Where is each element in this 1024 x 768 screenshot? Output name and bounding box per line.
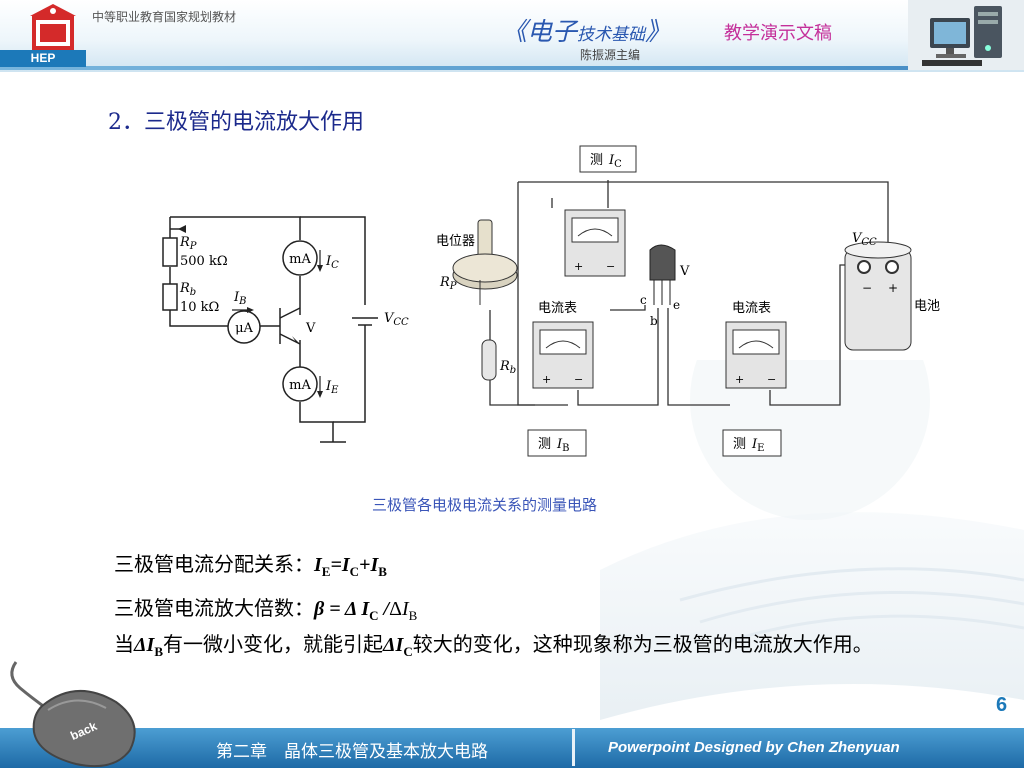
transistor-label: V — [305, 321, 316, 336]
delta-ib-term: ΔIB — [134, 634, 163, 659]
ic-meter-minus: − — [606, 260, 615, 273]
editor-credit: 陈振源主编 — [580, 48, 641, 62]
delta-ic-term: ΔIC — [383, 634, 413, 659]
ie-arrowhead — [317, 391, 323, 398]
rp-label: RP — [179, 235, 197, 252]
battery-label: 电池 — [914, 299, 940, 314]
transistor-symbol — [279, 307, 301, 345]
rb-label: Rb — [179, 281, 196, 298]
ammeter2-label: 电流表 — [732, 301, 771, 316]
relation1-formula: IE=IC+IB — [314, 554, 387, 579]
measure-ie-box — [722, 429, 782, 457]
relation2-formula: β = Δ IC /ΔIB — [314, 598, 418, 623]
slide-heading: 2．三极管的电流放大作用 — [108, 110, 364, 135]
course-title: 《电子技术基础》 — [502, 12, 670, 48]
footer-band — [0, 728, 1024, 768]
explanation-paragraph: 当ΔIB有一微小变化，就能引起ΔIC较大的变化，这种现象称为三极管的电流放大作用… — [54, 628, 994, 668]
publisher-short-label: HEP — [0, 50, 86, 67]
ib-label: IB — [233, 290, 247, 307]
paragraph-end: 较大的变化，这种现象称为三极管的电流放大作用。 — [412, 632, 873, 656]
measure-ib-box — [527, 429, 587, 457]
ammeter1-label: 电流表 — [538, 301, 577, 316]
ammeter-ie — [725, 321, 787, 389]
ic-meter-plus: + — [574, 260, 583, 273]
header-band — [0, 0, 1024, 72]
battery-minus: − — [862, 281, 872, 295]
course-title-sub: 技术基础 — [577, 25, 646, 45]
potentiometer-label: 电位器 — [436, 234, 475, 249]
physical-wiring — [489, 180, 889, 406]
ua-meter-base — [227, 310, 261, 344]
emitter-arrow — [292, 336, 300, 344]
transistor-device — [649, 244, 676, 305]
potentiometer-device — [452, 219, 518, 305]
ib-meter-minus: − — [574, 373, 583, 386]
transistor-physical-label: V — [679, 264, 690, 279]
rp-wiper-arrow — [178, 225, 186, 233]
ic-label: IC — [325, 254, 339, 271]
ie-label: IE — [325, 379, 339, 396]
ib-meter-plus: + — [542, 373, 551, 386]
schematic-wiring — [169, 216, 378, 443]
ma-label-collector: mA — [289, 252, 311, 267]
ammeter-ic — [564, 209, 626, 277]
rp-value: 500 kΩ — [180, 254, 228, 269]
header-underline — [0, 66, 910, 70]
deck-label: 教学演示文稿 — [724, 23, 832, 44]
ic-arrowhead — [317, 265, 323, 272]
series-name: 中等职业教育国家规划教材 — [92, 10, 237, 24]
paragraph-mid: 有一微小变化，就能引起 — [163, 632, 383, 656]
current-gain-relation: 三极管电流放大倍数：β = Δ IC /ΔIB — [114, 592, 417, 624]
course-title-main: 电子 — [527, 17, 578, 46]
current-distribution-relation: 三极管电流分配关系：IE=IC+IB — [114, 548, 387, 580]
battery-device — [844, 241, 912, 351]
diagram-caption: 三极管各电极电流关系的测量电路 — [372, 496, 598, 514]
battery-plus: + — [888, 281, 898, 295]
chapter-title: 第二章 晶体三极管及基本放大电路 — [216, 742, 488, 762]
ie-meter-minus: − — [767, 373, 776, 386]
paragraph-start: 当 — [114, 632, 134, 656]
designer-credit: Powerpoint Designed by Chen Zhenyuan — [608, 739, 900, 756]
ie-meter-plus: + — [735, 373, 744, 386]
vcc-label-schematic: VCC — [384, 311, 409, 328]
background-book-decoration — [600, 360, 1024, 720]
relation1-label: 三极管电流分配关系： — [114, 552, 314, 576]
pin-e-label: e — [673, 298, 680, 312]
ma-meter-collector — [282, 240, 318, 276]
hep-logo-icon — [30, 4, 76, 50]
rp-physical-label: RP — [439, 275, 457, 292]
measurement-circuit-diagram: mA mA μA RP 500 kΩ Rb 10 kΩ IB IC IE V V… — [162, 145, 940, 457]
ammeter-ib — [532, 321, 594, 389]
ma-label-emitter: mA — [289, 378, 311, 393]
relation2-label: 三极管电流放大倍数： — [114, 596, 314, 620]
pin-b-label: b — [650, 314, 658, 328]
vcc-label-physical: VCC — [852, 231, 877, 248]
back-mouse-icon[interactable] — [2, 650, 152, 768]
rb-physical-label: Rb — [499, 359, 516, 376]
measure-ic-box — [579, 145, 637, 173]
course-title-close: 》 — [645, 17, 671, 46]
ma-meter-emitter — [282, 366, 318, 402]
resistor-rb — [162, 283, 178, 311]
course-title-open: 《 — [502, 17, 528, 46]
rb-value: 10 kΩ — [180, 300, 219, 315]
ua-label: μA — [235, 321, 253, 336]
pin-c-label: c — [640, 293, 647, 307]
rb-physical-resistor — [481, 339, 497, 381]
ib-arrowhead — [247, 307, 254, 313]
footer-divider — [572, 729, 575, 766]
computer-icon — [908, 0, 1024, 70]
resistor-rp — [162, 237, 178, 267]
page-number: 6 — [996, 694, 1008, 716]
